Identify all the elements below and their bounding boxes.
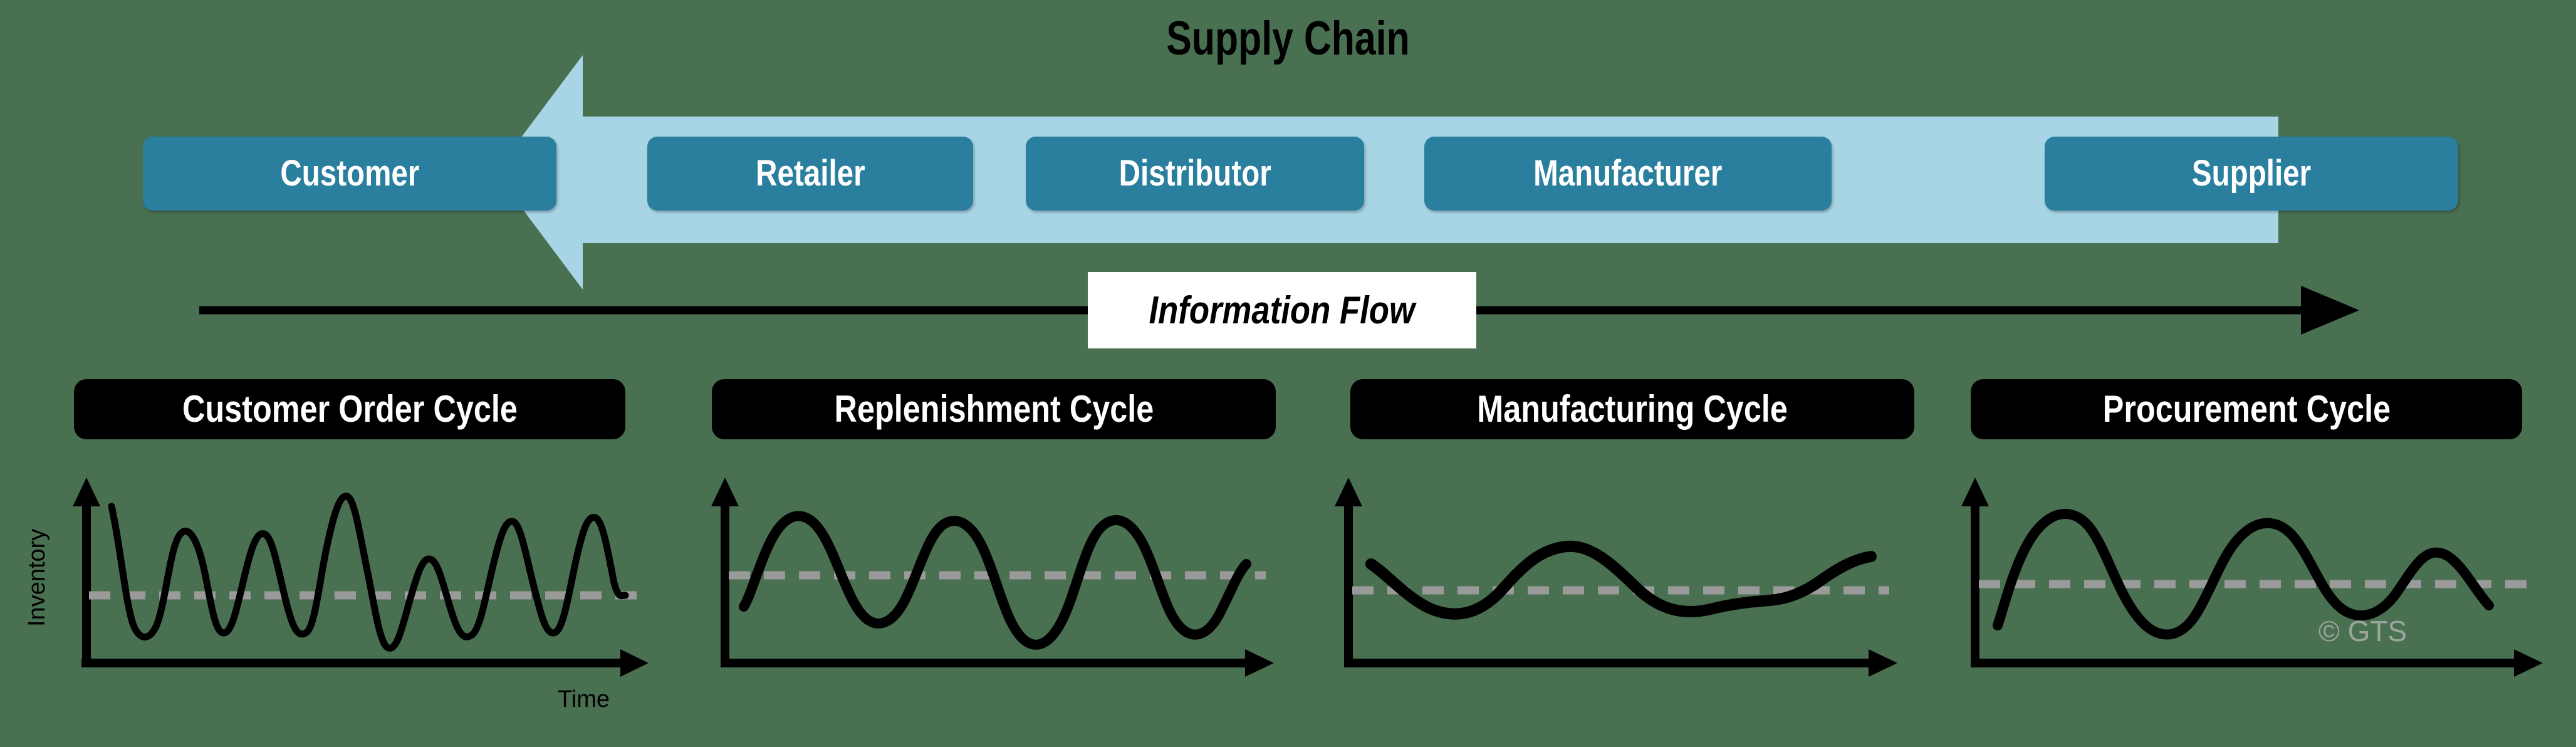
stage-box-manufacturer[interactable]: Manufacturer [1424, 137, 1832, 211]
chart-procurement-cycle [1961, 478, 2543, 677]
cycle-label-procurement: Procurement Cycle [2102, 388, 2391, 430]
page-title: Supply Chain [1166, 12, 1410, 65]
axis-label-time: Time [558, 686, 610, 713]
chart-replenishment-cycle [711, 478, 1274, 677]
cycle-pill-replenishment[interactable]: Replenishment Cycle [712, 379, 1276, 439]
cycle-pill-customer-order[interactable]: Customer Order Cycle [74, 379, 625, 439]
cycle-pill-procurement[interactable]: Procurement Cycle [1971, 379, 2522, 439]
stage-box-retailer[interactable]: Retailer [647, 137, 973, 211]
inventory-curve [739, 511, 1251, 650]
stage-box-supplier[interactable]: Supplier [2045, 137, 2458, 211]
cycle-pill-manufacturing[interactable]: Manufacturing Cycle [1350, 379, 1914, 439]
cycle-label-replenishment: Replenishment Cycle [834, 388, 1154, 430]
inventory-curve [108, 493, 629, 652]
inventory-curve [1993, 509, 2494, 640]
information-flow-label: Information Flow [1149, 288, 1416, 332]
copyright-watermark: © GTS [2318, 615, 2407, 647]
inventory-curve [1365, 540, 1877, 620]
information-flow-label-box: Information Flow [1088, 272, 1476, 348]
stage-label-supplier: Supplier [2191, 153, 2312, 194]
stage-label-distributor: Distributor [1119, 153, 1271, 194]
axis-label-inventory: Inventory [24, 528, 50, 627]
stage-box-distributor[interactable]: Distributor [1026, 137, 1364, 211]
chart-manufacturing-cycle [1335, 478, 1897, 677]
stage-label-customer: Customer [280, 153, 419, 194]
cycle-label-customer-order: Customer Order Cycle [182, 388, 518, 430]
cycle-label-manufacturing: Manufacturing Cycle [1477, 388, 1788, 430]
stage-label-retailer: Retailer [755, 153, 865, 194]
stage-label-manufacturer: Manufacturer [1533, 153, 1723, 194]
chart-customer-order-cycle [73, 478, 649, 677]
stage-box-customer[interactable]: Customer [143, 137, 556, 211]
